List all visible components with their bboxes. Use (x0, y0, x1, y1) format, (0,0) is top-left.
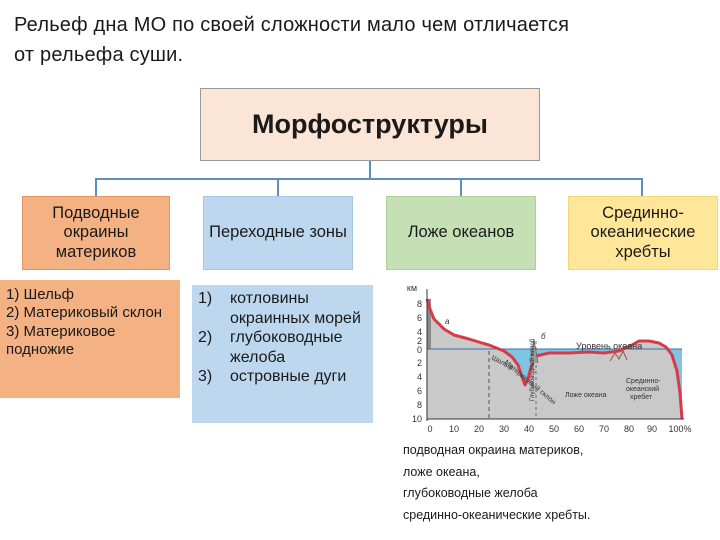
y-tick-label: 2 (417, 358, 422, 368)
ridge-label-line-2: океанский (626, 385, 659, 393)
connector-horizontal (95, 178, 643, 180)
connector-drop-1 (95, 178, 97, 196)
y-tick-label: 4 (417, 327, 422, 337)
list-text: глубоководные желоба (230, 329, 343, 366)
slide-title-line-2: от рельефа суши. (14, 44, 184, 66)
floor-label: Ложе океана (565, 392, 607, 399)
y-tick-label: 2 (417, 336, 422, 346)
x-tick-label: 90 (647, 424, 657, 434)
list-item: 1) котловины окраинных морей (194, 289, 369, 328)
y-tick-label: 8 (417, 299, 422, 309)
list-number: 2) (198, 329, 213, 347)
list-item: 2) Материковый склон (6, 304, 163, 322)
y-tick-label: 4 (417, 372, 422, 382)
list-item: 3) Материковое подножие (6, 322, 116, 358)
connector-drop-4 (641, 178, 643, 196)
x-tick-label: 100% (668, 424, 691, 434)
y-tick-label: 8 (417, 400, 422, 410)
ocean-floor-profile: км 8 6 4 2 0 2 4 6 8 10 0 10 20 30 40 50… (407, 283, 692, 434)
point-b-label: б (541, 332, 546, 341)
x-tick-label: 40 (524, 424, 534, 434)
x-tick-label: 20 (474, 424, 484, 434)
unit-label: км (407, 283, 417, 293)
margin-parts-list: 1) Шельф 2) Материковый склон 3) Материк… (0, 280, 180, 398)
ridge-label-line-1: Срединно- (626, 378, 661, 385)
list-item: 3) островные дуги (194, 367, 369, 387)
x-tick-label: 60 (574, 424, 584, 434)
category-ocean-floor: Ложе океанов (386, 196, 536, 270)
island-arc-peak (529, 338, 539, 364)
list-text: островные дуги (230, 368, 347, 386)
point-a-label: а (445, 317, 450, 326)
connector-main-stem (369, 161, 371, 179)
sea-level-label: Уровень океана (576, 341, 642, 351)
y-tick-label: 6 (417, 386, 422, 396)
morphostructures-box: Морфоструктуры (200, 88, 540, 161)
list-item: 2) глубоководные желоба (194, 328, 369, 367)
list-text: котловины окраинных морей (230, 290, 361, 327)
transition-parts-list: 1) котловины окраинных морей 2) глубоков… (192, 285, 373, 423)
caption-line: глубоководные желоба (403, 486, 538, 500)
x-tick-label: 50 (549, 424, 559, 434)
list-item: 1) Шельф (6, 286, 75, 303)
list-number: 3) (198, 368, 213, 386)
connector-drop-3 (460, 178, 462, 196)
seabed-fill (427, 299, 682, 419)
caption-line: подводная окраина материков, (403, 443, 584, 457)
y-tick-label: 10 (412, 414, 422, 424)
ridge-label-line-3: хребет (630, 393, 653, 401)
profile-caption: подводная окраина материков, ложе океана… (403, 440, 590, 526)
x-tick-label: 30 (499, 424, 509, 434)
category-mid-ocean-ridges: Срединно-океанические хребты (568, 196, 718, 270)
y-tick-label: 0 (417, 345, 422, 355)
slide-title-line-1: Рельеф дна МО по своей сложности мало че… (14, 14, 570, 36)
trench-label: Глубоководный желоб (529, 338, 536, 401)
list-number: 1) (198, 290, 213, 307)
y-tick-label: 6 (417, 313, 422, 323)
profile-line (425, 298, 684, 420)
x-tick-label: 70 (599, 424, 609, 434)
continent-block (427, 299, 431, 349)
ridge-peaks (609, 349, 628, 362)
caption-line: срединно-океанические хребты. (403, 507, 591, 522)
x-tick-label: 0 (427, 424, 432, 434)
category-continental-margins: Подводные окраины материков (22, 196, 170, 270)
connector-drop-2 (277, 178, 279, 196)
x-tick-label: 10 (449, 424, 459, 434)
caption-line: ложе океана, (403, 464, 480, 479)
x-tick-label: 80 (624, 424, 634, 434)
category-transition-zones: Переходные зоны (203, 196, 353, 270)
